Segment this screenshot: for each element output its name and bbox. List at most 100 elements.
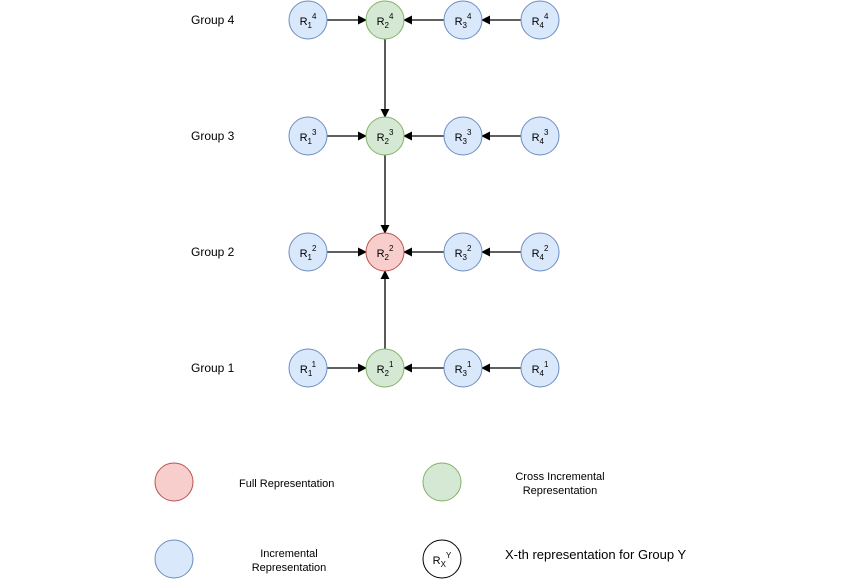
node-circle <box>365 348 405 388</box>
node-circle <box>443 348 483 388</box>
node-r2-group1: R21 <box>365 348 405 388</box>
node-r3-group2: R32 <box>443 232 483 272</box>
node-r2-group3: R23 <box>365 116 405 156</box>
node-label-sup: 1 <box>312 360 317 369</box>
node-label: R42 <box>532 244 549 262</box>
node-label-sub: 3 <box>463 253 468 262</box>
node-circle <box>288 0 328 40</box>
node-label-sup: 1 <box>389 360 394 369</box>
group-3-label: Group 3 <box>191 129 235 143</box>
node-r4-group4: R44 <box>520 0 560 40</box>
node-label-base: R <box>300 132 308 144</box>
node-label-base: R <box>377 16 385 28</box>
legend-key-base: R <box>433 555 441 567</box>
node-label: R14 <box>300 12 317 30</box>
node-label-base: R <box>377 364 385 376</box>
node-r3-group4: R34 <box>443 0 483 40</box>
legend-full-swatch <box>154 462 194 502</box>
node-label-sup: 3 <box>544 128 549 137</box>
node-label-sup: 1 <box>544 360 549 369</box>
node-circle <box>288 232 328 272</box>
node-label-sub: 4 <box>540 369 545 378</box>
node-label-base: R <box>300 248 308 260</box>
node-label-sup: 1 <box>467 360 472 369</box>
legend-key-symbol: RXY <box>433 551 452 569</box>
node-label: R43 <box>532 128 549 146</box>
group-4-label: Group 4 <box>191 13 235 27</box>
node-circle <box>288 348 328 388</box>
node-r3-group3: R33 <box>443 116 483 156</box>
node-label-sup: 2 <box>389 244 394 253</box>
node-label: R22 <box>377 244 394 262</box>
legend-cross-swatch <box>422 462 462 502</box>
node-label: R41 <box>532 360 549 378</box>
node-label-sub: 4 <box>540 253 545 262</box>
node-circle <box>520 348 560 388</box>
node-label-sub: 2 <box>385 137 390 146</box>
node-circle <box>443 232 483 272</box>
node-circle <box>520 0 560 40</box>
node-label-sup: 2 <box>467 244 472 253</box>
legend-key-sup: Y <box>446 551 452 560</box>
node-label-sup: 4 <box>312 12 317 21</box>
legend-incremental-label-line-1: Incremental <box>260 548 317 560</box>
node-circle <box>365 0 405 40</box>
node-label-sup: 4 <box>544 12 549 21</box>
node-label-base: R <box>300 364 308 376</box>
node-label-base: R <box>455 16 463 28</box>
node-label-sub: 4 <box>540 21 545 30</box>
legend-key-sub: X <box>441 560 447 569</box>
node-label-sub: 3 <box>463 21 468 30</box>
node-label-sub: 2 <box>385 21 390 30</box>
node-label-sub: 1 <box>308 21 313 30</box>
node-label-sup: 4 <box>389 12 394 21</box>
node-label: R33 <box>455 128 472 146</box>
node-label-base: R <box>532 364 540 376</box>
node-r1-group4: R14 <box>288 0 328 40</box>
node-label-sub: 1 <box>308 253 313 262</box>
group-2-label: Group 2 <box>191 245 235 259</box>
node-label: R13 <box>300 128 317 146</box>
node-label-base: R <box>455 132 463 144</box>
node-label-sub: 2 <box>385 369 390 378</box>
node-r2-group2: R22 <box>365 232 405 272</box>
node-label-sub: 3 <box>463 369 468 378</box>
legend-cross-label-line-2: Representation <box>523 485 598 497</box>
node-label-base: R <box>455 248 463 260</box>
node-label-sup: 3 <box>389 128 394 137</box>
node-label: R23 <box>377 128 394 146</box>
node-label: R24 <box>377 12 394 30</box>
group-1-label: Group 1 <box>191 361 235 375</box>
node-circle <box>443 0 483 40</box>
legend-cross-label-line-1: Cross Incremental <box>515 471 604 483</box>
edges <box>327 15 521 373</box>
node-label: R21 <box>377 360 394 378</box>
legend-key-label: X-th representation for Group Y <box>505 547 686 562</box>
node-circle <box>520 116 560 156</box>
node-label-sub: 3 <box>463 137 468 146</box>
node-label-sup: 3 <box>467 128 472 137</box>
node-label: R44 <box>532 12 549 30</box>
node-circle <box>443 116 483 156</box>
node-r4-group2: R42 <box>520 232 560 272</box>
node-label-sub: 1 <box>308 369 313 378</box>
node-r4-group3: R43 <box>520 116 560 156</box>
node-r2-group4: R24 <box>365 0 405 40</box>
legend-incremental-swatch <box>154 539 194 579</box>
node-label-sup: 2 <box>544 244 549 253</box>
node-circle <box>288 116 328 156</box>
node-label-sup: 3 <box>312 128 317 137</box>
node-label: R12 <box>300 244 317 262</box>
node-label-sup: 4 <box>467 12 472 21</box>
node-label: R31 <box>455 360 472 378</box>
node-r1-group1: R11 <box>288 348 328 388</box>
node-circle <box>365 232 405 272</box>
node-label-sub: 1 <box>308 137 313 146</box>
node-label-base: R <box>377 132 385 144</box>
legend-incremental-label-line-2: Representation <box>252 562 327 574</box>
node-label: R34 <box>455 12 472 30</box>
legend-key-swatch <box>422 539 462 579</box>
node-label-base: R <box>532 248 540 260</box>
